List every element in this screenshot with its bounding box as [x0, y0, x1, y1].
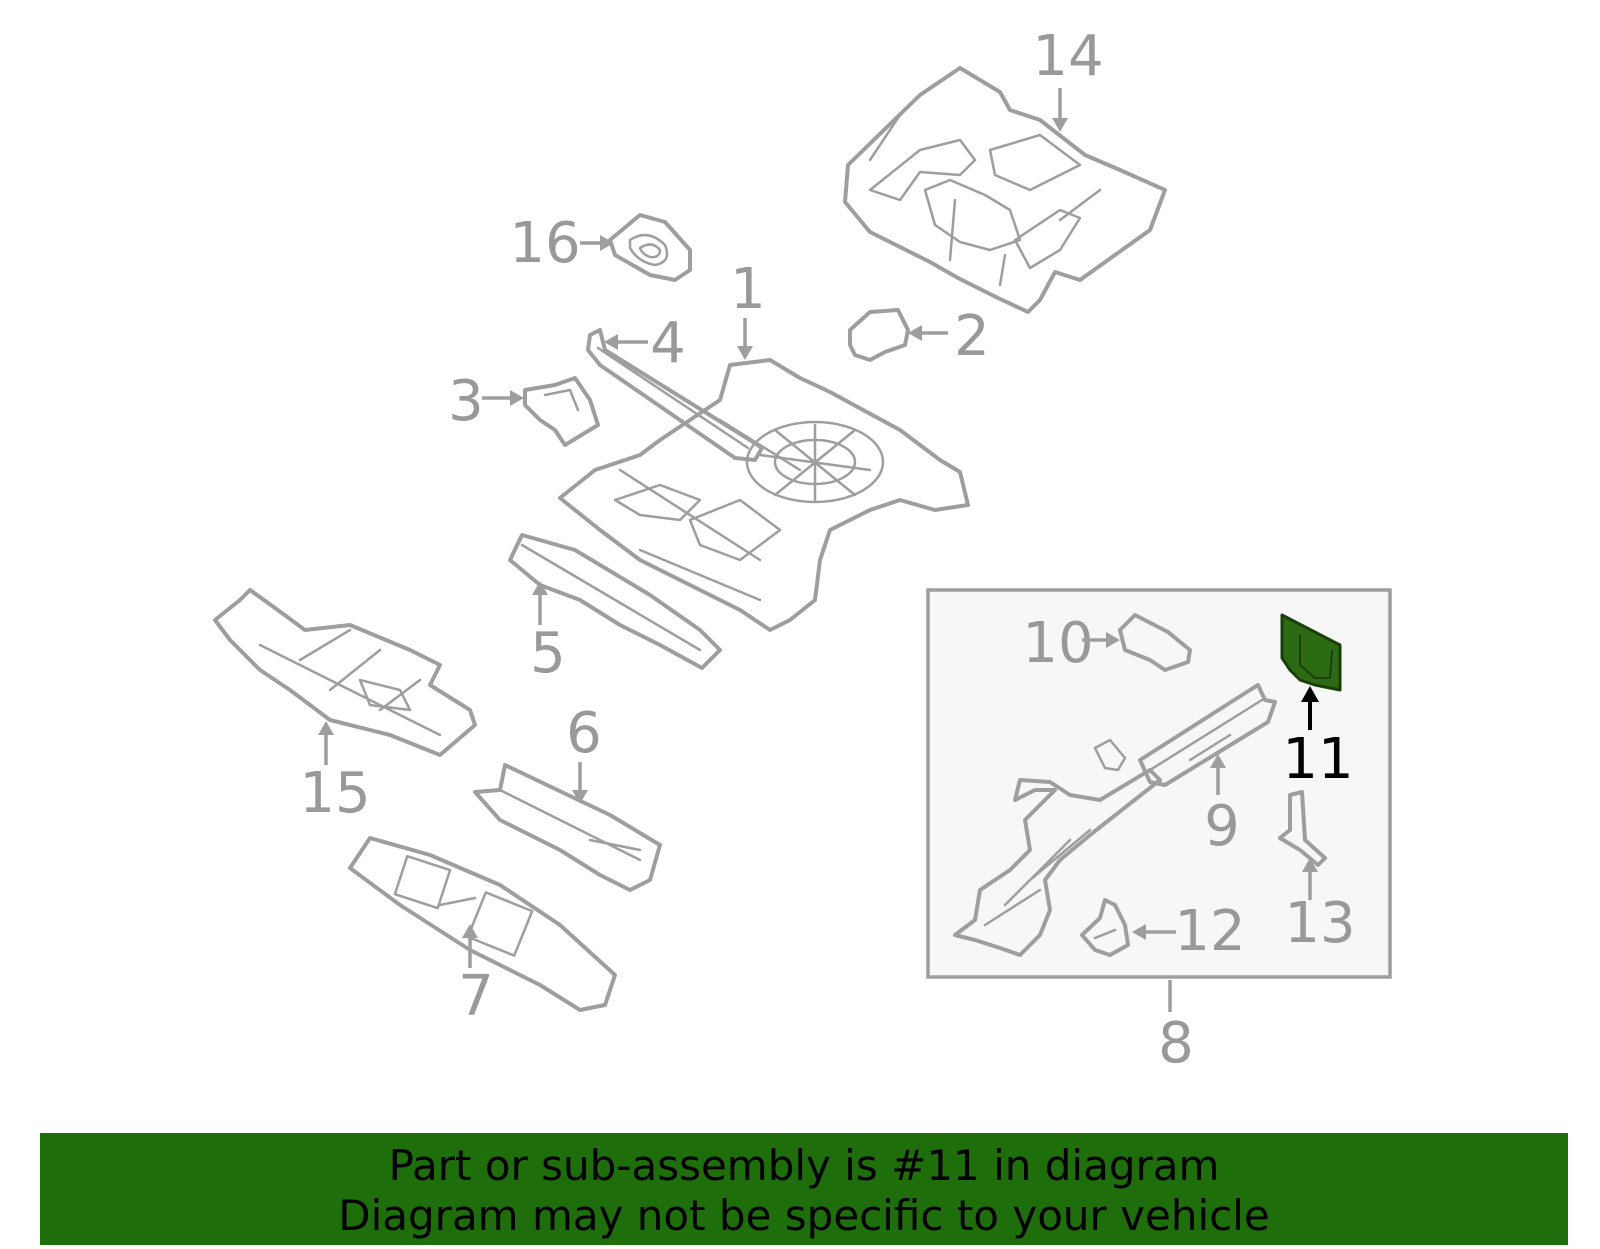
svg-text:14: 14 — [1032, 24, 1103, 89]
svg-text:1: 1 — [730, 257, 766, 322]
part-16-plug[interactable] — [608, 213, 692, 282]
callout-9: 9 — [1204, 754, 1240, 859]
part-12-bracket[interactable] — [1080, 898, 1130, 957]
part-14-rear-floor-pan[interactable] — [843, 66, 1167, 314]
svg-text:2: 2 — [954, 304, 990, 369]
callout-2: 2 — [908, 304, 990, 369]
svg-text:5: 5 — [530, 621, 566, 686]
banner-line-disclaimer: Diagram may not be specific to your vehi… — [338, 1191, 1270, 1240]
part-8-rail-assembly[interactable] — [953, 738, 1162, 957]
part-1-floor-pan[interactable] — [558, 358, 970, 632]
callout-7: 7 — [458, 924, 494, 1029]
svg-text:15: 15 — [299, 761, 370, 826]
svg-text:12: 12 — [1174, 899, 1245, 964]
callout-1: 1 — [730, 257, 766, 360]
banner-line-part: Part or sub-assembly is #11 in diagram — [388, 1141, 1220, 1190]
svg-text:3: 3 — [448, 369, 484, 434]
part-6-rail[interactable] — [473, 763, 662, 892]
parts-diagram: 14 16 1 4 2 — [213, 24, 1392, 1076]
svg-text:16: 16 — [509, 211, 580, 276]
part-5-cross-rail[interactable] — [508, 533, 722, 670]
part-2-bracket[interactable] — [848, 308, 910, 362]
svg-text:10: 10 — [1022, 611, 1093, 676]
callout-6: 6 — [566, 701, 602, 804]
callout-15: 15 — [299, 721, 371, 826]
svg-text:13: 13 — [1284, 891, 1355, 956]
callout-13: 13 — [1284, 858, 1356, 956]
part-15-front-floor-pan[interactable] — [213, 588, 477, 757]
part-4-cross-member[interactable] — [586, 328, 764, 462]
callout-5: 5 — [530, 581, 566, 686]
callout-4: 4 — [604, 311, 686, 376]
callout-10: 10 — [1022, 611, 1120, 676]
svg-text:11: 11 — [1282, 727, 1353, 792]
svg-text:4: 4 — [650, 311, 686, 376]
callout-14: 14 — [1032, 24, 1104, 132]
part-13-bracket[interactable] — [1278, 790, 1327, 867]
svg-text:9: 9 — [1204, 794, 1240, 859]
part-11-bracket-highlighted[interactable] — [1280, 613, 1342, 692]
callout-16: 16 — [509, 211, 614, 276]
callout-12: 12 — [1132, 899, 1246, 964]
svg-text:8: 8 — [1158, 1011, 1194, 1076]
info-banner: Part or sub-assembly is #11 in diagram D… — [40, 1133, 1568, 1245]
part-7-rail[interactable] — [348, 836, 617, 1012]
callout-3: 3 — [448, 369, 524, 434]
callout-8: 8 — [1158, 980, 1194, 1076]
part-10-bracket[interactable] — [1118, 613, 1192, 672]
callout-11: 11 — [1282, 686, 1354, 792]
svg-text:7: 7 — [458, 964, 494, 1029]
svg-text:6: 6 — [566, 701, 602, 766]
part-3-bracket[interactable] — [523, 376, 600, 447]
